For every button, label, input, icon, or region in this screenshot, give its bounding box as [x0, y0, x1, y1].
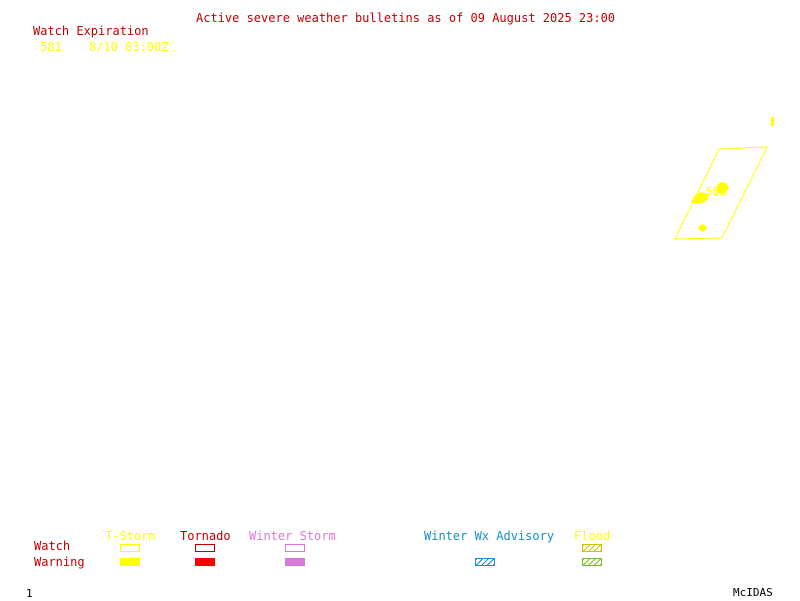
legend-label-tstorm: T-Storm [105, 529, 156, 543]
legend-swatch-flood-watch [582, 544, 602, 552]
watch-box-outline [674, 146, 768, 240]
legend-row-watch: Watch [34, 539, 71, 553]
legend-swatch-tornado-warning [195, 558, 215, 566]
storm-cell [771, 117, 774, 126]
legend-label-winter-storm: Winter Storm [249, 529, 336, 543]
watch-id[interactable]: 581 [40, 40, 62, 54]
legend-label-flood: Flood [574, 529, 611, 543]
legend-swatch-winter-storm-warning [285, 558, 305, 566]
legend-swatch-flood-warning [582, 558, 602, 566]
legend-swatch-tornado-watch [195, 544, 215, 552]
legend-label-winter-wx-advisory: Winter Wx Advisory [424, 529, 555, 543]
legend-swatch-tstorm-warning [120, 558, 140, 566]
watch-expiration-heading: Watch Expiration [33, 24, 149, 38]
storm-cell [698, 224, 707, 232]
watch-box-label: 581 [706, 185, 726, 198]
watch-expires: 8/10 03:00Z [89, 40, 169, 54]
storm-cell [691, 192, 708, 204]
storm-cells [691, 117, 774, 232]
legend-swatch-winter-wx-advisory [475, 558, 495, 566]
storm-cell [716, 182, 729, 193]
legend-label-tornado: Tornado [180, 529, 231, 543]
watch-box-581[interactable] [674, 146, 768, 240]
bulletin-title: Active severe weather bulletins as of 09… [196, 11, 616, 25]
legend-row-warning: Warning [34, 555, 85, 569]
mcidas-brand: McIDAS [733, 586, 773, 599]
legend-swatch-winter-storm-watch [285, 544, 305, 552]
legend-swatch-tstorm-watch [120, 544, 140, 552]
frame-number: 1 [26, 587, 33, 600]
